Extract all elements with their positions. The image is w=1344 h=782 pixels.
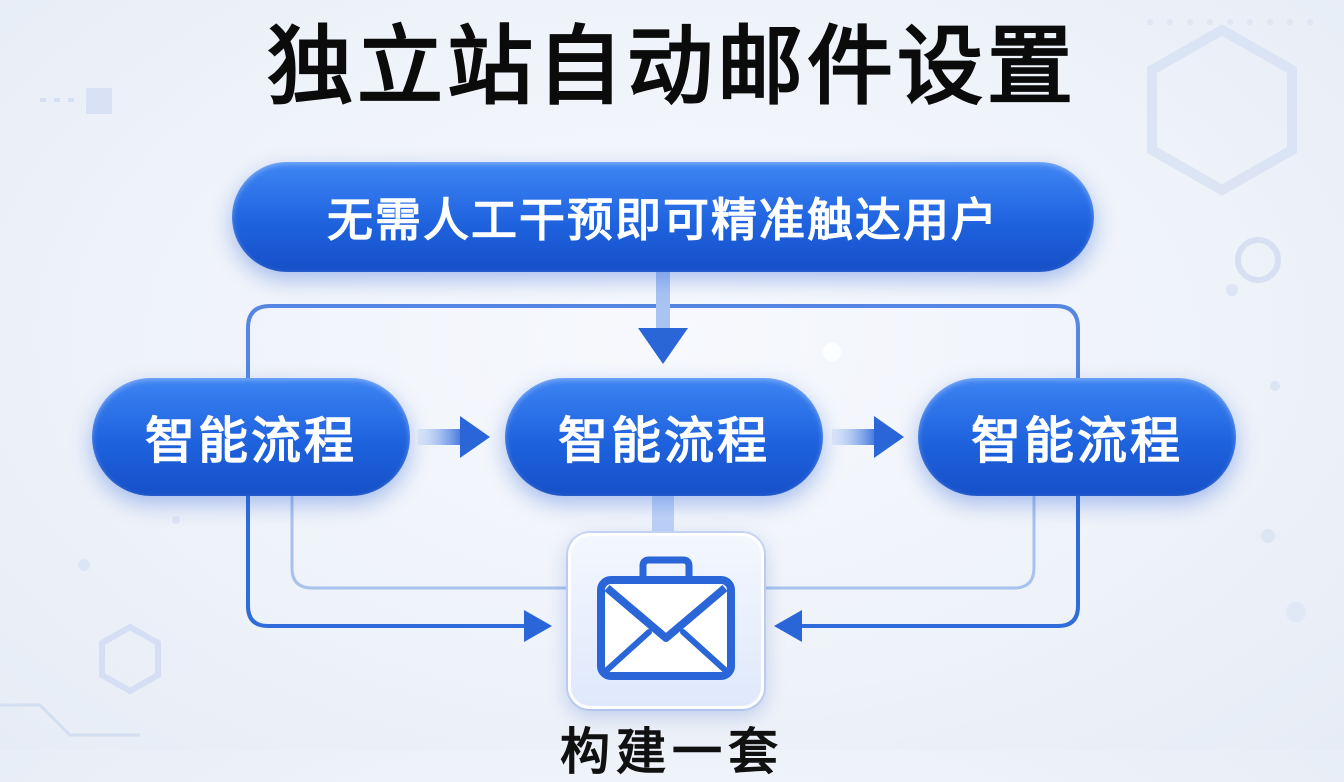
flow-step-3: 智能流程 [918, 378, 1236, 496]
goal-banner: 无需人工干预即可精准触达用户 [232, 162, 1094, 272]
bg-dot [823, 343, 841, 361]
bg-dot [172, 516, 180, 524]
bg-circuit-line [0, 703, 140, 737]
bottom-caption: 构建一套 [560, 723, 784, 781]
email-card [568, 533, 764, 709]
bg-hexagon-left [99, 623, 161, 695]
bg-ring [1235, 237, 1281, 283]
connector-middle [652, 496, 674, 536]
goal-banner-label: 无需人工干预即可精准触达用户 [327, 193, 999, 247]
flow-step-1: 智能流程 [92, 378, 410, 496]
page-title: 独立站自动邮件设置 [267, 17, 1077, 117]
connector-left-outer [246, 496, 530, 628]
bg-dot [1286, 602, 1306, 622]
bg-dot [1270, 381, 1280, 391]
connector-right-outer [800, 496, 1080, 628]
bg-hexagon-right [1147, 24, 1297, 196]
arrow-right-icon [524, 610, 552, 642]
arrow-right-icon [418, 416, 490, 458]
arrow-left-icon [774, 610, 802, 642]
bg-dot [1261, 529, 1275, 543]
flow-step-label: 智能流程 [971, 412, 1183, 470]
flow-step-label: 智能流程 [558, 412, 770, 470]
bg-dot [1226, 284, 1238, 296]
bg-dot [78, 559, 90, 571]
bg-square [86, 88, 112, 114]
arrow-down-icon [638, 272, 688, 364]
flow-connectors [0, 19, 1313, 737]
connector-left-inner [290, 496, 566, 590]
arrow-right-icon [832, 416, 904, 458]
flow-step-label: 智能流程 [145, 412, 357, 470]
connector-right-inner [760, 496, 1036, 590]
flow-step-2: 智能流程 [505, 378, 823, 496]
bg-dot-grid [1147, 19, 1313, 25]
envelope-icon [597, 556, 735, 680]
